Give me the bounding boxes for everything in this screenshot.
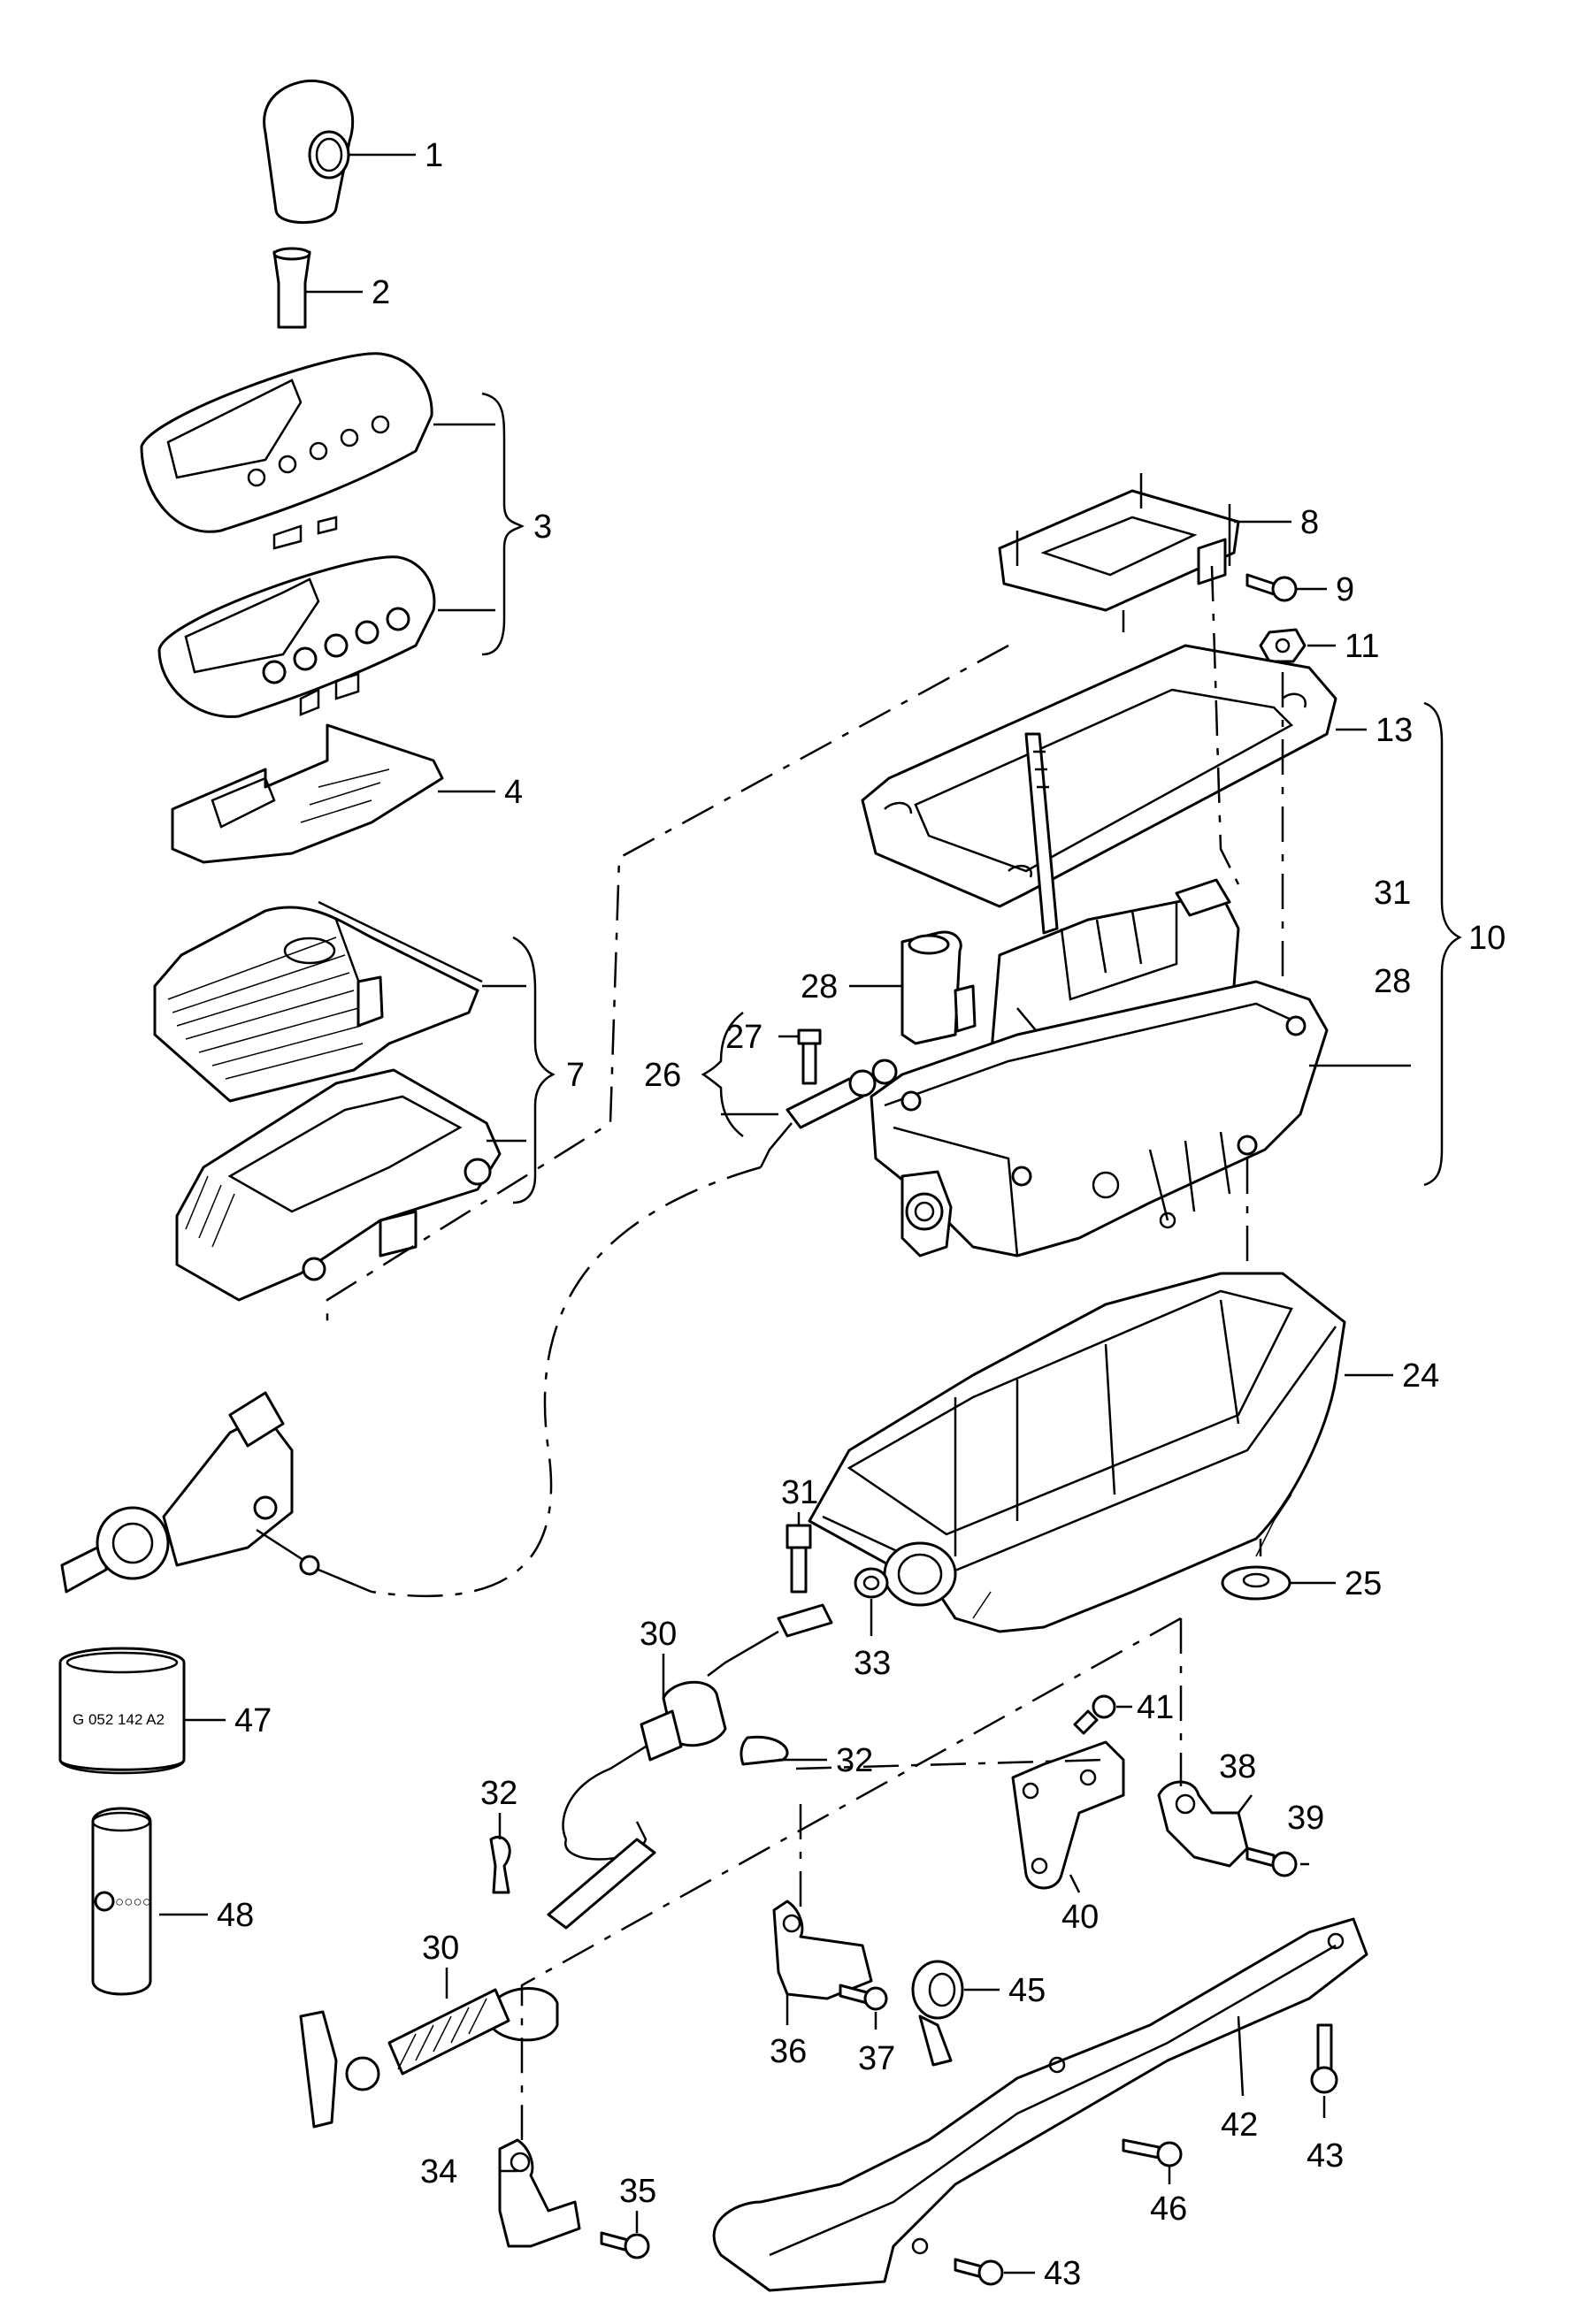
callout-13: 13 bbox=[1376, 712, 1413, 749]
callout-2: 2 bbox=[372, 274, 390, 311]
callout-40: 40 bbox=[1061, 1899, 1099, 1936]
callout-47: 47 bbox=[234, 1702, 272, 1739]
callout-34: 34 bbox=[420, 2153, 457, 2190]
callout-37: 37 bbox=[858, 2040, 895, 2077]
callout-7: 7 bbox=[566, 1057, 585, 1094]
callout-labels: 1 2 3 4 7 8 9 11 13 31 28 10 28 27 26 24… bbox=[217, 137, 1506, 2292]
top-frame bbox=[861, 644, 1337, 908]
bolt-43-left bbox=[954, 2258, 1004, 2286]
bolt-27 bbox=[797, 1028, 822, 1085]
alignment-lines bbox=[326, 565, 1284, 2140]
lower-housing bbox=[808, 1272, 1346, 1633]
callout-39: 39 bbox=[1287, 1800, 1324, 1837]
shift-cable-lower bbox=[299, 1821, 656, 2129]
callout-30-lower: 30 bbox=[422, 1930, 459, 1967]
screw-9 bbox=[1245, 573, 1298, 602]
rubber-mount-25 bbox=[1221, 1565, 1291, 1601]
guide-frame bbox=[998, 473, 1240, 632]
callout-24: 24 bbox=[1402, 1357, 1439, 1395]
selector-gasket bbox=[171, 723, 444, 864]
ignition-lock bbox=[60, 1391, 372, 1594]
callout-48: 48 bbox=[217, 1897, 254, 1934]
clip-32-left bbox=[489, 1835, 511, 1894]
bracket-36 bbox=[772, 1900, 873, 2000]
callout-43-left: 43 bbox=[1044, 2255, 1081, 2292]
can-label: G 052 142 A2 bbox=[73, 1711, 165, 1728]
bracket-34 bbox=[498, 2138, 581, 2248]
callout-31: 31 bbox=[781, 1474, 818, 1511]
bolt-46 bbox=[1122, 2138, 1183, 2167]
selector-rod bbox=[1024, 732, 1059, 935]
callout-10: 10 bbox=[1468, 920, 1506, 957]
callout-30-upper: 30 bbox=[640, 1616, 677, 1653]
callout-38: 38 bbox=[1219, 1748, 1256, 1785]
callout-32-left: 32 bbox=[480, 1775, 517, 1812]
selector-cover-upper bbox=[140, 352, 433, 550]
callout-31-group: 31 bbox=[1374, 875, 1411, 912]
callout-4: 4 bbox=[504, 774, 523, 811]
callout-36: 36 bbox=[770, 2033, 807, 2070]
bolt-43-right bbox=[1310, 2023, 1338, 2094]
callout-11: 11 bbox=[1345, 628, 1379, 665]
callout-27: 27 bbox=[725, 1019, 763, 1056]
callout-28: 28 bbox=[801, 968, 838, 1005]
svg-text:○○○○: ○○○○ bbox=[115, 1893, 151, 1910]
callout-32-right: 32 bbox=[836, 1742, 873, 1779]
callout-46: 46 bbox=[1150, 2190, 1187, 2228]
lock-cable-route bbox=[371, 1166, 762, 1598]
gear-knob bbox=[263, 79, 355, 225]
callout-45: 45 bbox=[1008, 1972, 1046, 2009]
crossmember-42 bbox=[712, 1917, 1368, 2292]
callout-25: 25 bbox=[1345, 1565, 1382, 1602]
washer-33 bbox=[854, 1567, 889, 1599]
shifter-housing bbox=[870, 980, 1329, 1258]
callout-26: 26 bbox=[644, 1057, 681, 1094]
solenoid-28 bbox=[900, 930, 977, 1045]
bolt-35 bbox=[600, 2231, 650, 2259]
callout-28-group: 28 bbox=[1374, 963, 1411, 1000]
housing-frame bbox=[175, 1068, 502, 1302]
lubricant-tube-48: ○○○○ bbox=[91, 1807, 152, 1996]
housing-cover-ribbed bbox=[153, 900, 483, 1103]
bracket-38 bbox=[1157, 1780, 1249, 1868]
callout-43-right: 43 bbox=[1307, 2137, 1344, 2175]
bolt-41 bbox=[1073, 1694, 1116, 1735]
shift-cable-upper bbox=[562, 1603, 833, 1840]
nut-11 bbox=[1259, 628, 1307, 663]
bolt-37 bbox=[839, 1984, 888, 2011]
bolt-39 bbox=[1245, 1846, 1298, 1877]
callout-33: 33 bbox=[854, 1645, 891, 1682]
callout-1: 1 bbox=[425, 137, 443, 174]
callout-35: 35 bbox=[619, 2173, 656, 2210]
bracket-40 bbox=[1011, 1740, 1125, 1890]
knob-sleeve bbox=[272, 247, 311, 329]
callout-41: 41 bbox=[1137, 1689, 1174, 1726]
callout-8: 8 bbox=[1300, 504, 1319, 541]
callout-3: 3 bbox=[533, 508, 552, 546]
bushing-45 bbox=[911, 1960, 964, 2067]
callout-9: 9 bbox=[1336, 571, 1354, 608]
bolt-31 bbox=[786, 1524, 812, 1594]
callout-42: 42 bbox=[1221, 2106, 1258, 2144]
selector-cover-lower bbox=[157, 555, 436, 718]
cable-end-26 bbox=[759, 1059, 898, 1168]
leader-lines bbox=[159, 153, 1462, 2274]
sealant-can-47: G 052 142 A2 bbox=[58, 1647, 186, 1775]
